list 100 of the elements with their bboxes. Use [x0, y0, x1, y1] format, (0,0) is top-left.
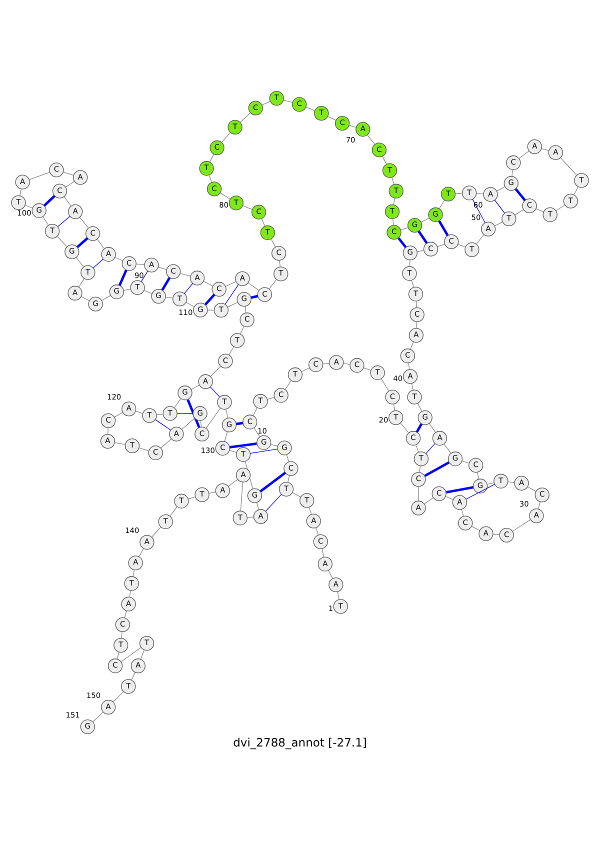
connector	[424, 497, 434, 504]
node-circle: C	[410, 307, 424, 322]
connector	[393, 198, 396, 206]
node-circle: C	[506, 155, 521, 170]
node-circle: T	[542, 207, 558, 222]
connector	[348, 125, 356, 128]
node-circle: G	[428, 207, 443, 222]
connector	[466, 484, 495, 500]
node-circle: A	[144, 258, 159, 272]
connector	[367, 134, 376, 145]
connector	[393, 404, 396, 412]
node-circle: C	[534, 488, 550, 502]
connector	[266, 397, 275, 400]
connector	[419, 465, 421, 473]
node-circle: T	[142, 408, 157, 423]
connector	[240, 326, 244, 334]
node-circle: T	[574, 173, 589, 188]
connector	[418, 230, 428, 244]
connector	[156, 414, 164, 416]
connector	[114, 412, 123, 418]
node-circle: C	[166, 264, 181, 279]
connector	[471, 526, 480, 531]
connector	[514, 188, 526, 202]
node-circle: A	[253, 509, 268, 524]
connector	[426, 443, 436, 454]
node-circle: T	[172, 292, 188, 306]
node-label: 30	[519, 499, 529, 508]
connector	[363, 367, 372, 371]
connector	[417, 402, 422, 412]
node-circle: T	[502, 211, 516, 226]
node-circle: A	[408, 328, 424, 343]
connector	[112, 691, 124, 702]
connector	[114, 442, 126, 445]
node-circle: G	[178, 386, 192, 400]
connector	[152, 526, 162, 538]
node-circle: A	[328, 577, 344, 592]
connector	[536, 208, 544, 212]
node-circle: C	[272, 246, 286, 261]
node-circle: T	[174, 494, 189, 508]
node-circle: C	[406, 430, 421, 446]
node-circle: C	[432, 486, 446, 501]
node-circle: C	[522, 198, 537, 214]
connector	[121, 632, 122, 639]
node-label: 110	[178, 308, 193, 317]
node-circle: A	[432, 430, 448, 446]
connector	[301, 368, 310, 372]
node-circle: T	[563, 194, 578, 208]
node-circle: T	[260, 225, 275, 240]
connector	[337, 591, 340, 600]
node-circle: C	[458, 516, 473, 530]
node-circle: G	[448, 452, 463, 466]
connector	[262, 100, 271, 106]
connector	[78, 278, 84, 288]
connector	[250, 294, 258, 299]
connector	[512, 169, 513, 177]
connector	[446, 486, 474, 494]
connector	[131, 672, 136, 680]
connector	[92, 258, 104, 268]
node-label: 20	[378, 415, 388, 424]
connector	[182, 418, 195, 430]
connector	[129, 590, 131, 598]
node-label: 120	[106, 392, 122, 402]
connector	[416, 423, 423, 433]
node-circle: A	[548, 145, 563, 160]
node-label: 130	[200, 446, 215, 455]
connector	[225, 281, 236, 287]
connector	[228, 346, 234, 356]
node-circle: C	[444, 234, 459, 250]
connector	[392, 177, 394, 185]
connector	[138, 548, 144, 557]
connector	[65, 181, 75, 188]
node-circle: C	[292, 97, 307, 112]
node-circle: A	[128, 556, 143, 570]
node-circle: C	[308, 357, 324, 372]
connector	[494, 200, 505, 214]
connector	[28, 172, 50, 180]
connector	[244, 460, 254, 490]
connector	[224, 431, 228, 442]
connector	[136, 264, 145, 265]
connector	[42, 216, 49, 226]
node-label: 70	[346, 135, 356, 144]
node-circle: C	[411, 472, 426, 487]
connector	[316, 528, 319, 536]
connector	[228, 479, 238, 487]
node-circle: T	[278, 482, 294, 496]
node-circle: C	[240, 312, 254, 328]
connector	[541, 148, 550, 151]
connector	[240, 482, 244, 512]
connector	[458, 244, 466, 248]
connector	[328, 570, 333, 579]
connector	[76, 237, 88, 248]
connector	[252, 407, 258, 416]
connector	[327, 116, 336, 121]
connector	[508, 482, 515, 483]
connector	[186, 399, 200, 428]
node-circle: C	[468, 458, 484, 473]
node-circle: A	[402, 369, 418, 384]
node-circle: A	[318, 556, 332, 572]
node-circle: T	[274, 266, 288, 282]
connector	[288, 475, 290, 482]
